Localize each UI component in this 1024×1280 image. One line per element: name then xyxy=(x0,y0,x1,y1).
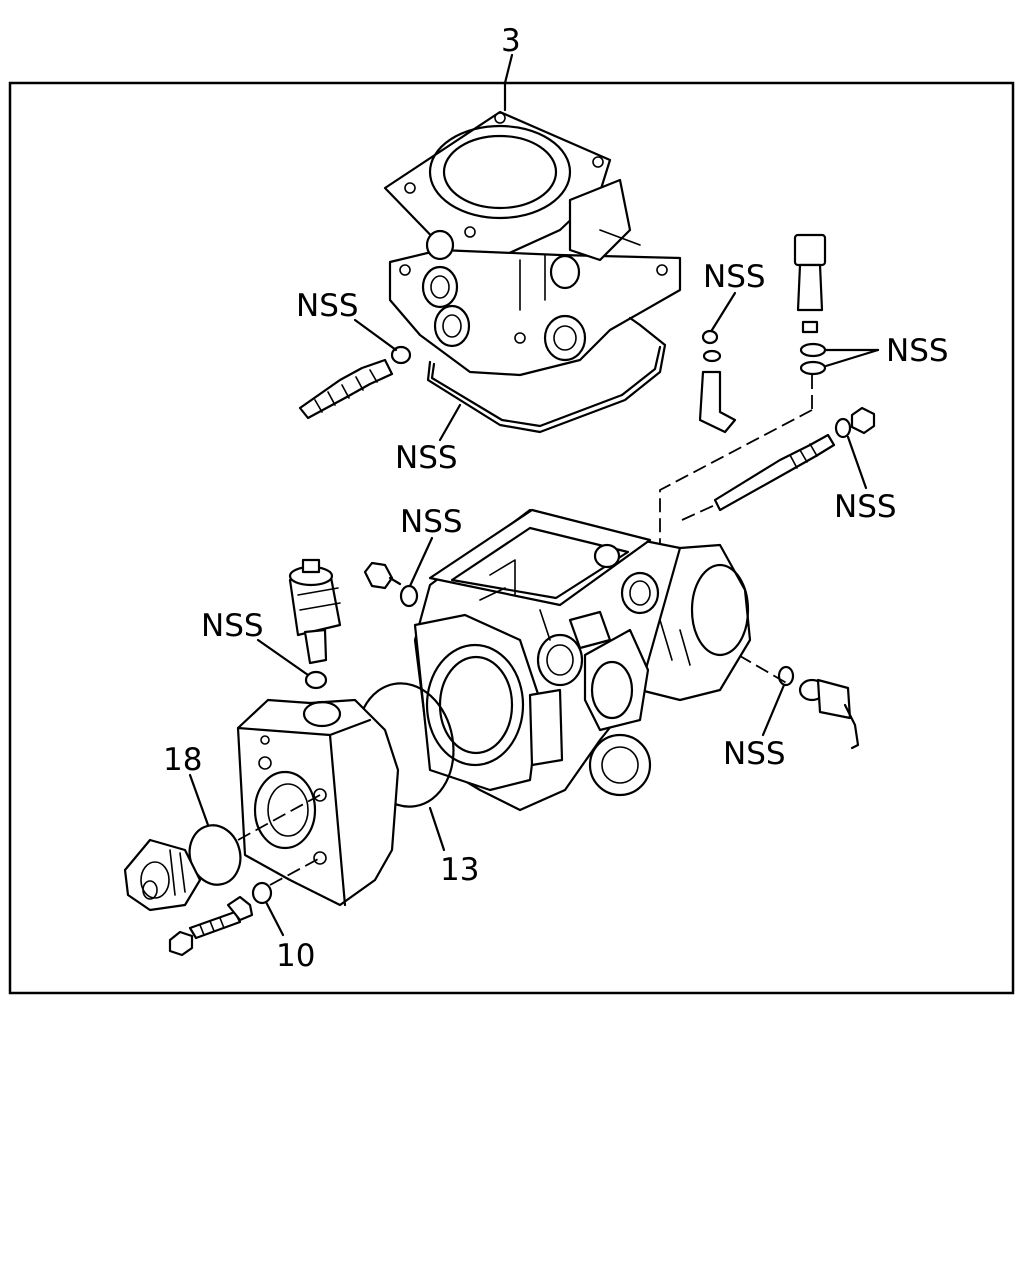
top-cover-housing xyxy=(383,110,682,377)
front-cover-flange xyxy=(236,698,400,907)
leader-13 xyxy=(428,806,446,852)
pump-main-body xyxy=(413,508,752,812)
callout-3: 3 xyxy=(501,23,521,59)
adjusting-rod xyxy=(713,433,836,512)
callout-18: 18 xyxy=(163,742,202,778)
o-ring-fitting-left xyxy=(390,345,412,365)
lock-nut-bottom xyxy=(168,930,194,957)
o-ring-valve-lower xyxy=(799,360,827,376)
callout-nss-solenoid: NSS xyxy=(201,608,264,644)
washer-rod xyxy=(834,417,852,439)
callout-10: 10 xyxy=(276,938,315,974)
o-ring-sensor xyxy=(777,665,795,687)
callout-nss-small-oring: NSS xyxy=(703,259,766,295)
solenoid-valve xyxy=(288,558,342,665)
leader-nss-sensor xyxy=(761,683,786,737)
callout-nss-sensor: NSS xyxy=(723,736,786,772)
leader-nss-fitting xyxy=(353,318,398,352)
sensor-connector xyxy=(798,678,860,750)
banjo-fitting-left xyxy=(298,358,394,420)
leader-nss-bolt-washer xyxy=(408,536,434,588)
callout-nss-fitting: NSS xyxy=(296,288,359,324)
assembly-line-5 xyxy=(237,794,321,841)
nut-rod xyxy=(850,406,876,435)
o-ring-solenoid xyxy=(304,670,328,690)
washer-bolt-pump xyxy=(399,584,419,608)
leader-nss-gasket xyxy=(438,403,462,442)
assembly-line-2 xyxy=(659,409,813,545)
assembly-line-3 xyxy=(681,504,716,521)
callout-nss-bolt-washer: NSS xyxy=(400,504,463,540)
callout-nss-valve-orings: NSS xyxy=(886,333,949,369)
assembly-line-6 xyxy=(269,857,321,886)
o-ring-small-top xyxy=(701,329,719,345)
assembly-leader xyxy=(503,53,514,85)
top-cover-gasket xyxy=(426,316,667,434)
threaded-plug xyxy=(123,838,202,912)
diagram-frame xyxy=(8,81,1015,995)
delivery-valve-top-right xyxy=(793,233,827,334)
leader-10 xyxy=(264,900,285,937)
washer-10 xyxy=(251,881,273,905)
top-cover-gasket-inner xyxy=(430,345,662,428)
washer-small-top xyxy=(702,349,722,363)
leader-nss-valve-lower xyxy=(824,348,880,368)
leader-nss-small-oring xyxy=(710,291,737,332)
bolt-pump-top xyxy=(363,561,402,590)
leader-nss-washer-rod xyxy=(846,435,868,490)
spindle-lever xyxy=(698,370,737,434)
adjusting-screw xyxy=(188,895,254,940)
callout-nss-gasket: NSS xyxy=(395,440,458,476)
callout-nss-washer-rod: NSS xyxy=(834,489,897,525)
leader-18 xyxy=(188,773,210,827)
callout-13: 13 xyxy=(440,852,479,888)
leader-nss-solenoid xyxy=(256,638,310,677)
o-ring-valve-upper xyxy=(799,342,827,358)
